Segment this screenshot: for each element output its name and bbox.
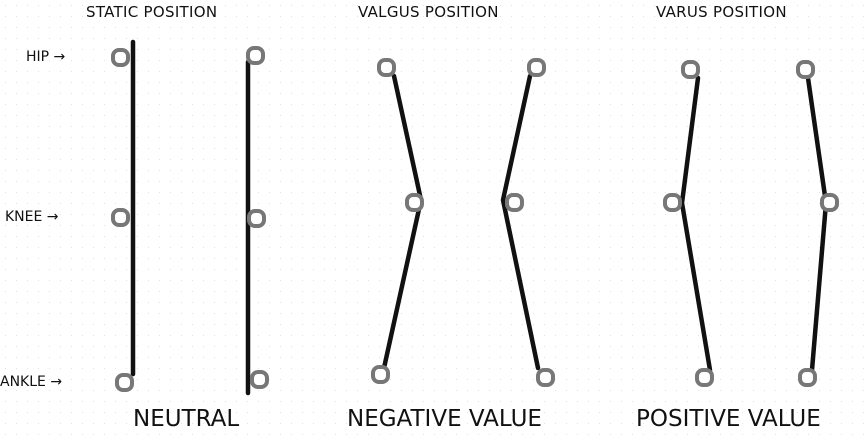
- positive-value-label: POSITIVE VALUE: [636, 406, 821, 432]
- valgus-left-leg: [381, 73, 424, 371]
- static-position-title: STATIC POSITION: [86, 3, 218, 21]
- ankle-joint-icon: [798, 368, 817, 387]
- ankle-joint-icon: [695, 368, 714, 387]
- hip-label: HIP →: [26, 49, 66, 65]
- hip-joint-icon: [246, 46, 265, 65]
- ankle-joint-icon: [536, 368, 555, 387]
- knee-label: KNEE →: [5, 209, 59, 225]
- hip-joint-icon: [377, 58, 396, 77]
- knee-joint-icon: [405, 193, 424, 212]
- varus-left-leg: [679, 75, 713, 373]
- hip-joint-icon: [796, 60, 815, 79]
- hip-joint-icon: [527, 58, 546, 77]
- knee-joint-icon: [247, 209, 266, 228]
- negative-value-label: NEGATIVE VALUE: [347, 406, 542, 432]
- hip-joint-icon: [111, 48, 130, 67]
- varus-position-title: VARUS POSITION: [656, 3, 787, 21]
- valgus-position-title: VALGUS POSITION: [358, 3, 499, 21]
- knee-joint-icon: [111, 208, 130, 227]
- varus-right-leg: [805, 75, 829, 373]
- knee-joint-icon: [820, 193, 839, 212]
- ankle-label: ANKLE →: [0, 374, 63, 390]
- neutral-label: NEUTRAL: [133, 406, 240, 432]
- ankle-joint-icon: [371, 365, 390, 384]
- ankle-joint-icon: [115, 373, 134, 392]
- hip-joint-icon: [681, 60, 700, 79]
- knee-joint-icon: [663, 193, 682, 212]
- knee-joint-icon: [505, 193, 524, 212]
- valgus-right-leg: [500, 73, 541, 371]
- ankle-joint-icon: [250, 370, 269, 389]
